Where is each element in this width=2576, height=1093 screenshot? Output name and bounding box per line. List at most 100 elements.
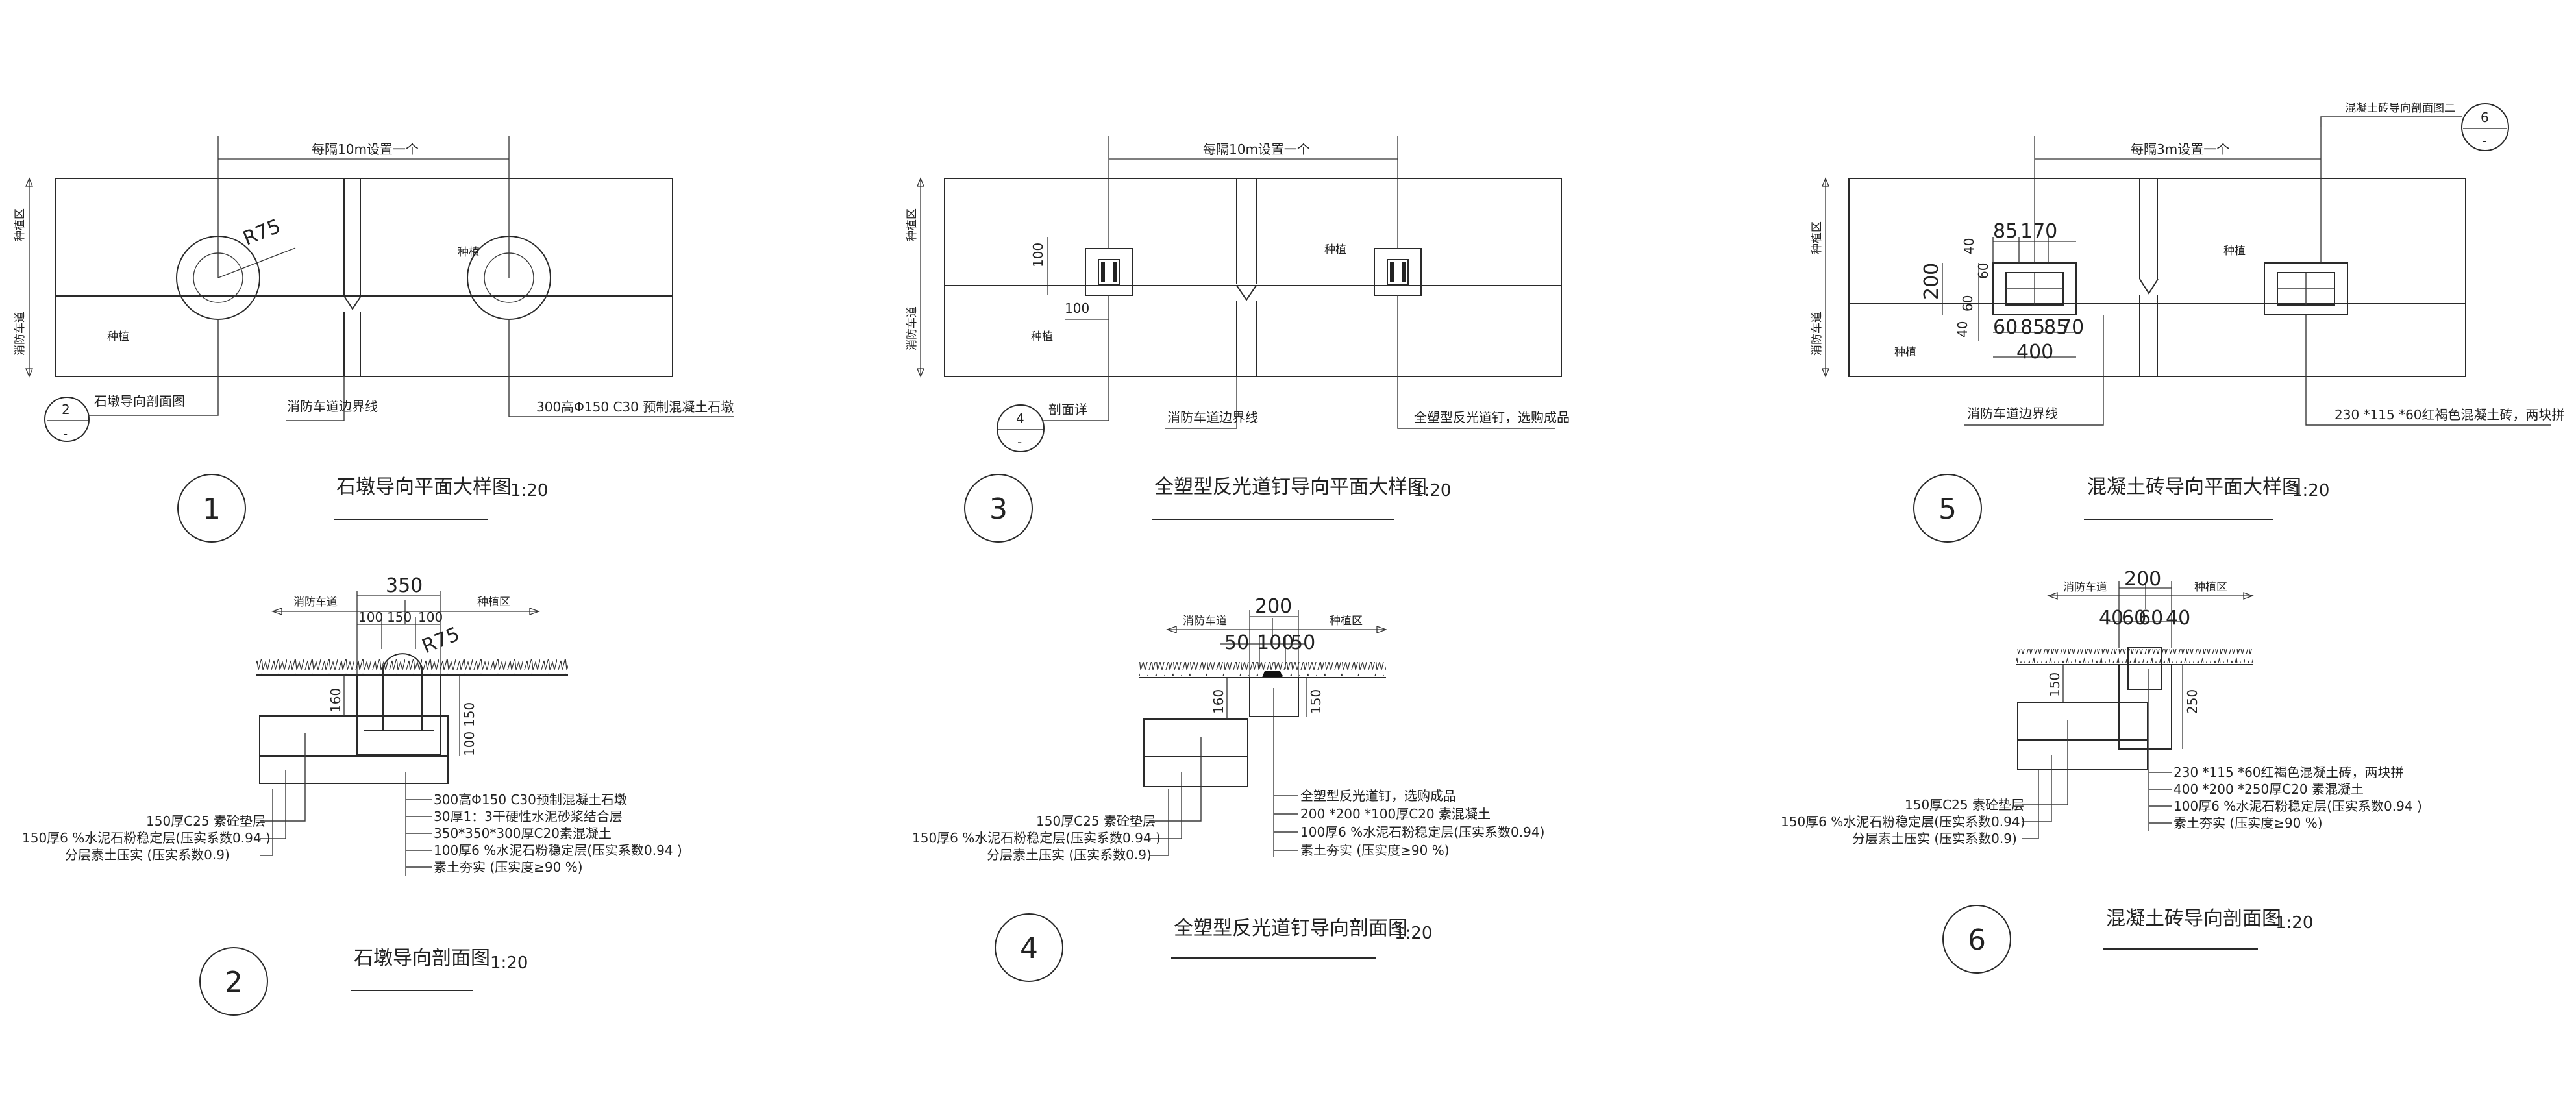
detail-title-1: 石墩导向平面大样图 (336, 476, 512, 498)
svg-text:70: 70 (2059, 316, 2084, 339)
svg-text:150: 150 (462, 702, 477, 727)
layer-left-6-1: 150厚6 %水泥石粉稳定层(压实系数0.94) (1781, 814, 2025, 829)
detail-number-circle-4 (995, 913, 1063, 982)
layer-right-4-2: 100厚6 %水泥石粉稳定层(压实系数0.94) (1300, 824, 1544, 840)
svg-text:40: 40 (2099, 607, 2124, 630)
layer-left-2-2: 分层素土压实 (压实系数0.9) (65, 847, 230, 863)
detail-number-circle-2 (199, 947, 268, 1016)
detail-6-section: 消防车道 种植区 200 40 60 60 40 150 250 150厚C25… (1781, 568, 2422, 974)
layer-right-4-1: 200 *200 *100厚C20 素混凝土 (1300, 806, 1491, 822)
brick-base-6 (2118, 664, 2172, 750)
detail-5-plan: 每隔3m设置一个 85 170 40 60 200 60 40 60 85 85… (1811, 102, 2565, 543)
detail-number-circle-6 (1942, 905, 2011, 974)
svg-text:-: - (63, 426, 68, 441)
concrete-base-6 (2017, 702, 2148, 741)
svg-text:-: - (2482, 133, 2486, 149)
callout-section-ref-1: 石墩导向剖面图 (94, 393, 185, 409)
stabilized-layer-2 (259, 755, 449, 784)
spacing-note-3: 每隔10m设置一个 (1203, 141, 1310, 157)
concrete-base-4 (1143, 718, 1248, 757)
detail-title-6: 混凝土砖导向剖面图 (2106, 907, 2281, 930)
svg-text:60: 60 (2138, 607, 2163, 630)
grass-4 (1139, 662, 1386, 676)
detail-3-plan: 每隔10m设置一个 100 100 种植区 消防车道 种植 种植 4 - 剖面详… (906, 136, 1570, 543)
layer-right-2-2: 350*350*300厚C20素混凝土 (434, 826, 612, 841)
svg-text:160: 160 (1211, 689, 1226, 714)
detail-scale-5: 1:20 (2292, 481, 2329, 500)
callout-boundary-3: 消防车道边界线 (1167, 410, 1258, 425)
svg-text:100: 100 (358, 609, 383, 625)
layer-left-4-1: 150厚6 %水泥石粉稳定层(压实系数0.94 ) (912, 830, 1161, 846)
svg-text:60: 60 (1960, 295, 1975, 312)
detail-scale-3: 1:20 (1413, 481, 1451, 500)
svg-text:200: 200 (2124, 568, 2161, 591)
callout-boundary-1: 消防车道边界线 (287, 399, 378, 414)
svg-text:250: 250 (2185, 689, 2200, 714)
svg-text:R75: R75 (419, 623, 463, 659)
detail-number-circle-5 (1913, 474, 1982, 543)
detail-title-3: 全塑型反光道钉导向平面大样图 (1154, 476, 1427, 498)
svg-text:200: 200 (1255, 595, 1292, 618)
svg-text:150: 150 (387, 609, 412, 625)
radius-leader (217, 247, 296, 278)
svg-text:50: 50 (1224, 632, 1249, 654)
detail-number-3: 3 (989, 493, 1008, 526)
detail-number-2: 2 (225, 966, 243, 999)
zone-lower-3: 消防车道 (906, 306, 919, 350)
svg-text:150: 150 (1308, 689, 1324, 714)
brick-section-6 (2127, 647, 2162, 690)
layer-left-6-2: 分层素土压实 (压实系数0.9) (1852, 831, 2017, 846)
zone-right-4: 种植区 (1330, 615, 1363, 628)
zone-lower-5: 消防车道 (1811, 312, 1824, 356)
svg-text:40: 40 (1955, 321, 1970, 338)
callout-boundary-5: 消防车道边界线 (1967, 406, 2058, 421)
detail-number-circle-1 (177, 474, 246, 543)
detail-title-5: 混凝土砖导向平面大样图 (2087, 476, 2301, 498)
zone-upper-1: 种植区 (14, 208, 27, 241)
svg-text:100: 100 (1257, 632, 1294, 654)
detail-number-4: 4 (1020, 932, 1038, 965)
detail-2-section: 消防车道 种植区 350 100 150 100 R75 160 150 100… (22, 574, 682, 1016)
layer-left-2-0: 150厚C25 素砼垫层 (146, 813, 266, 829)
plan-1-break (343, 295, 362, 310)
planting-1b: 种植 (458, 246, 480, 259)
detail-number-circle-3 (964, 474, 1033, 543)
svg-text:种植: 种植 (1324, 243, 1346, 256)
zone-left-4: 消防车道 (1183, 615, 1227, 628)
svg-text:100: 100 (1065, 301, 1089, 316)
svg-text:400: 400 (2016, 341, 2053, 363)
detail-scale-1: 1:20 (510, 481, 548, 500)
plan-1-outline (55, 178, 673, 377)
zone-lower-1: 消防车道 (14, 312, 27, 356)
detail-4-section: 消防车道 种植区 200 50 100 50 160 150 150厚C25 素… (912, 595, 1544, 982)
svg-text:150: 150 (2047, 672, 2062, 697)
svg-text:40: 40 (1961, 238, 1977, 254)
spacing-note-1: 每隔10m设置一个 (312, 141, 419, 157)
ref-circle-2 (44, 397, 90, 442)
pier-section-2 (382, 653, 423, 731)
svg-text:50: 50 (1291, 632, 1315, 654)
layer-right-6-3: 素土夯实 (压实度≥90 %) (2174, 815, 2323, 831)
detail-scale-4: 1:20 (1394, 924, 1432, 943)
plan-3-outline (944, 178, 1562, 377)
stabilized-layer-6 (2017, 739, 2148, 770)
detail-1-plan: R75 每隔10m设置一个 种植区 消防车道 种植 种植 2 - 石墩导向剖面图… (14, 136, 734, 543)
radius-label: R75 (240, 215, 284, 251)
zone-left-2: 消防车道 (293, 596, 338, 609)
zone-upper-5: 种植区 (1811, 221, 1824, 254)
svg-text:60: 60 (1993, 316, 2018, 339)
zone-left-6: 消防车道 (2063, 581, 2107, 594)
layer-right-6-2: 100厚6 %水泥石粉稳定层(压实系数0.94 ) (2174, 798, 2422, 814)
svg-text:350: 350 (386, 574, 423, 597)
callout-stud-3: 全塑型反光道钉，选购成品 (1414, 410, 1570, 425)
svg-text:4: 4 (1016, 411, 1024, 426)
detail-number-1: 1 (203, 493, 221, 526)
stabilized-layer-4 (1143, 756, 1248, 787)
layer-left-2-1: 150厚6 %水泥石粉稳定层(压实系数0.94 ) (22, 830, 271, 846)
layer-right-4-0: 全塑型反光道钉，选购成品 (1300, 788, 1456, 804)
layer-left-6-0: 150厚C25 素砼垫层 (1905, 797, 2024, 813)
planting-1: 种植 (107, 330, 129, 343)
callout-section-ref-3: 剖面详 (1048, 402, 1087, 417)
